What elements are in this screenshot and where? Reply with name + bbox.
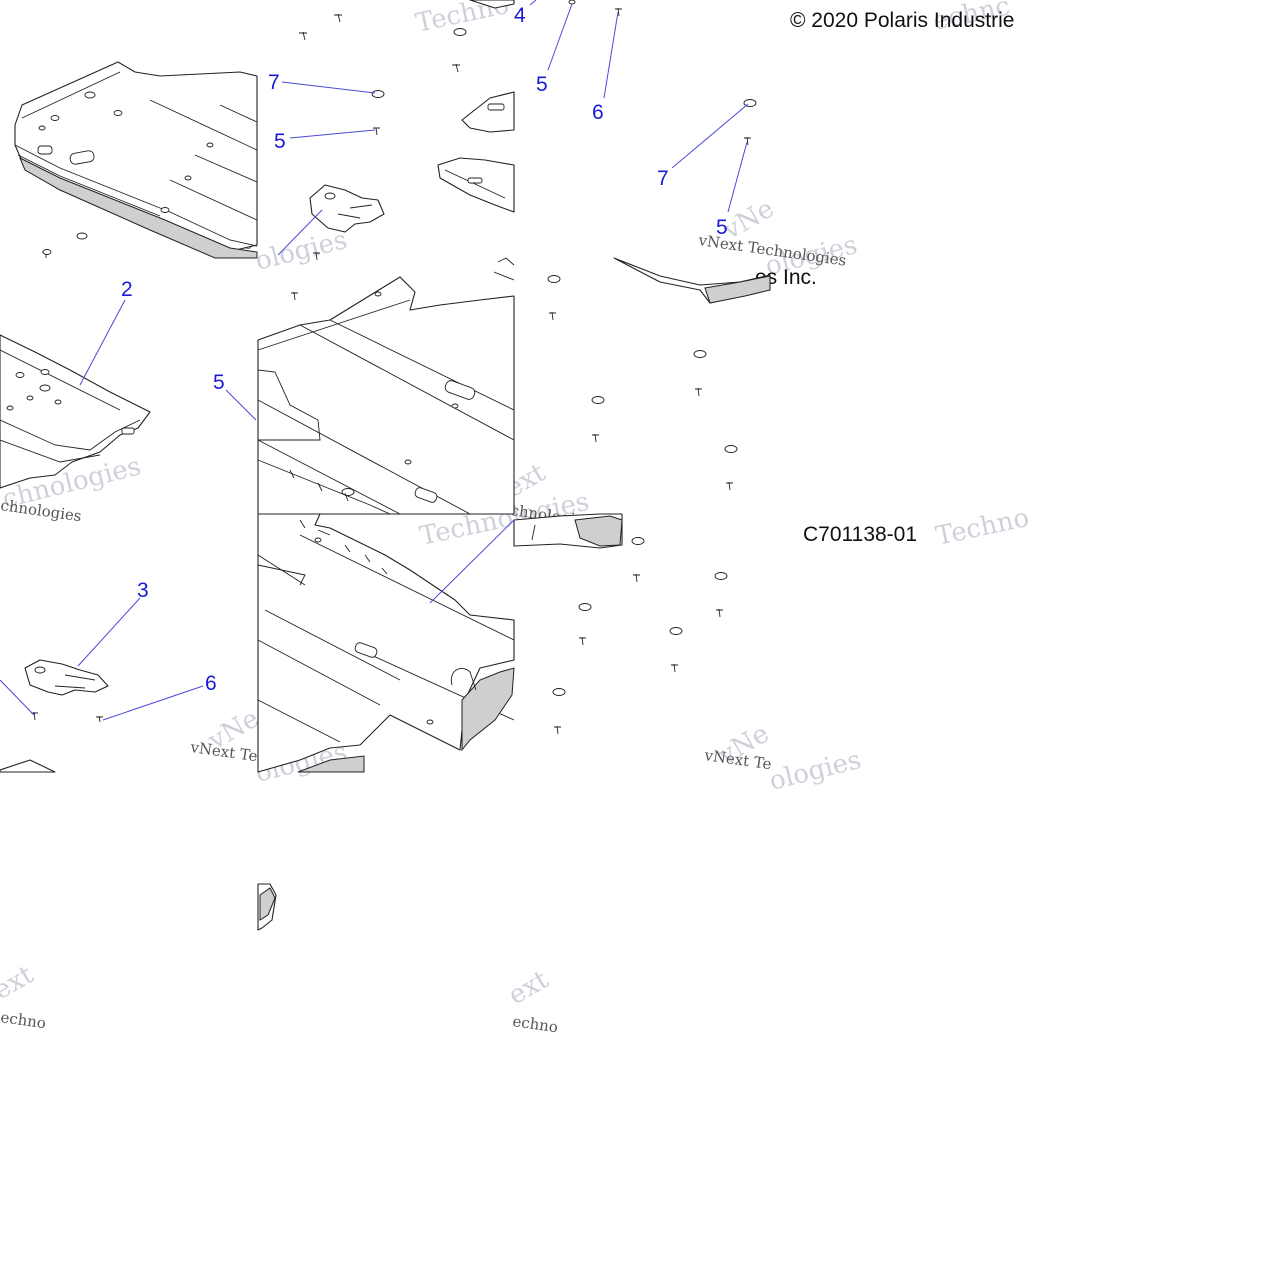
watermark-text: echno <box>0 1008 47 1032</box>
callout-3: 3 <box>137 579 149 602</box>
copyright-text: © 2020 Polaris Industrie <box>790 9 1014 32</box>
floor-panel-left <box>0 334 151 489</box>
callout-numbers: 4 5 6 7 5 7 5 2 5 3 6 <box>121 4 728 695</box>
fastener-set-a <box>42 13 467 301</box>
watermark-text: vNext Te <box>188 738 258 765</box>
floor-trim-pieces-top <box>437 0 515 213</box>
watermark-text: ext <box>504 965 555 1012</box>
mounting-bracket-lower <box>0 659 109 773</box>
callout-7: 7 <box>657 167 669 190</box>
callout-2: 2 <box>121 278 133 301</box>
callout-5: 5 <box>716 216 728 239</box>
callout-6: 6 <box>592 101 604 124</box>
floor-panel-upper-left <box>14 61 258 259</box>
fastener-column <box>31 0 757 735</box>
floor-panel-lower-center <box>257 513 515 773</box>
callout-5: 5 <box>274 130 286 153</box>
floor-panel-center <box>257 257 515 515</box>
watermark-text: Techno <box>933 503 1032 552</box>
side-trim-pieces <box>257 257 771 931</box>
callout-5: 5 <box>213 371 225 394</box>
callout-6: 6 <box>205 672 217 695</box>
watermark-text: ologies <box>766 745 864 797</box>
mounting-bracket-upper <box>309 184 385 233</box>
callout-7: 7 <box>268 71 280 94</box>
watermark-text: ext <box>0 960 39 1007</box>
leader-lines <box>0 0 749 721</box>
callout-4: 4 <box>514 4 526 27</box>
watermark-text: ologies <box>252 225 350 277</box>
drawing-code: C701138-01 <box>803 523 917 546</box>
callout-5: 5 <box>536 73 548 96</box>
watermark-text: echno <box>511 1012 559 1036</box>
